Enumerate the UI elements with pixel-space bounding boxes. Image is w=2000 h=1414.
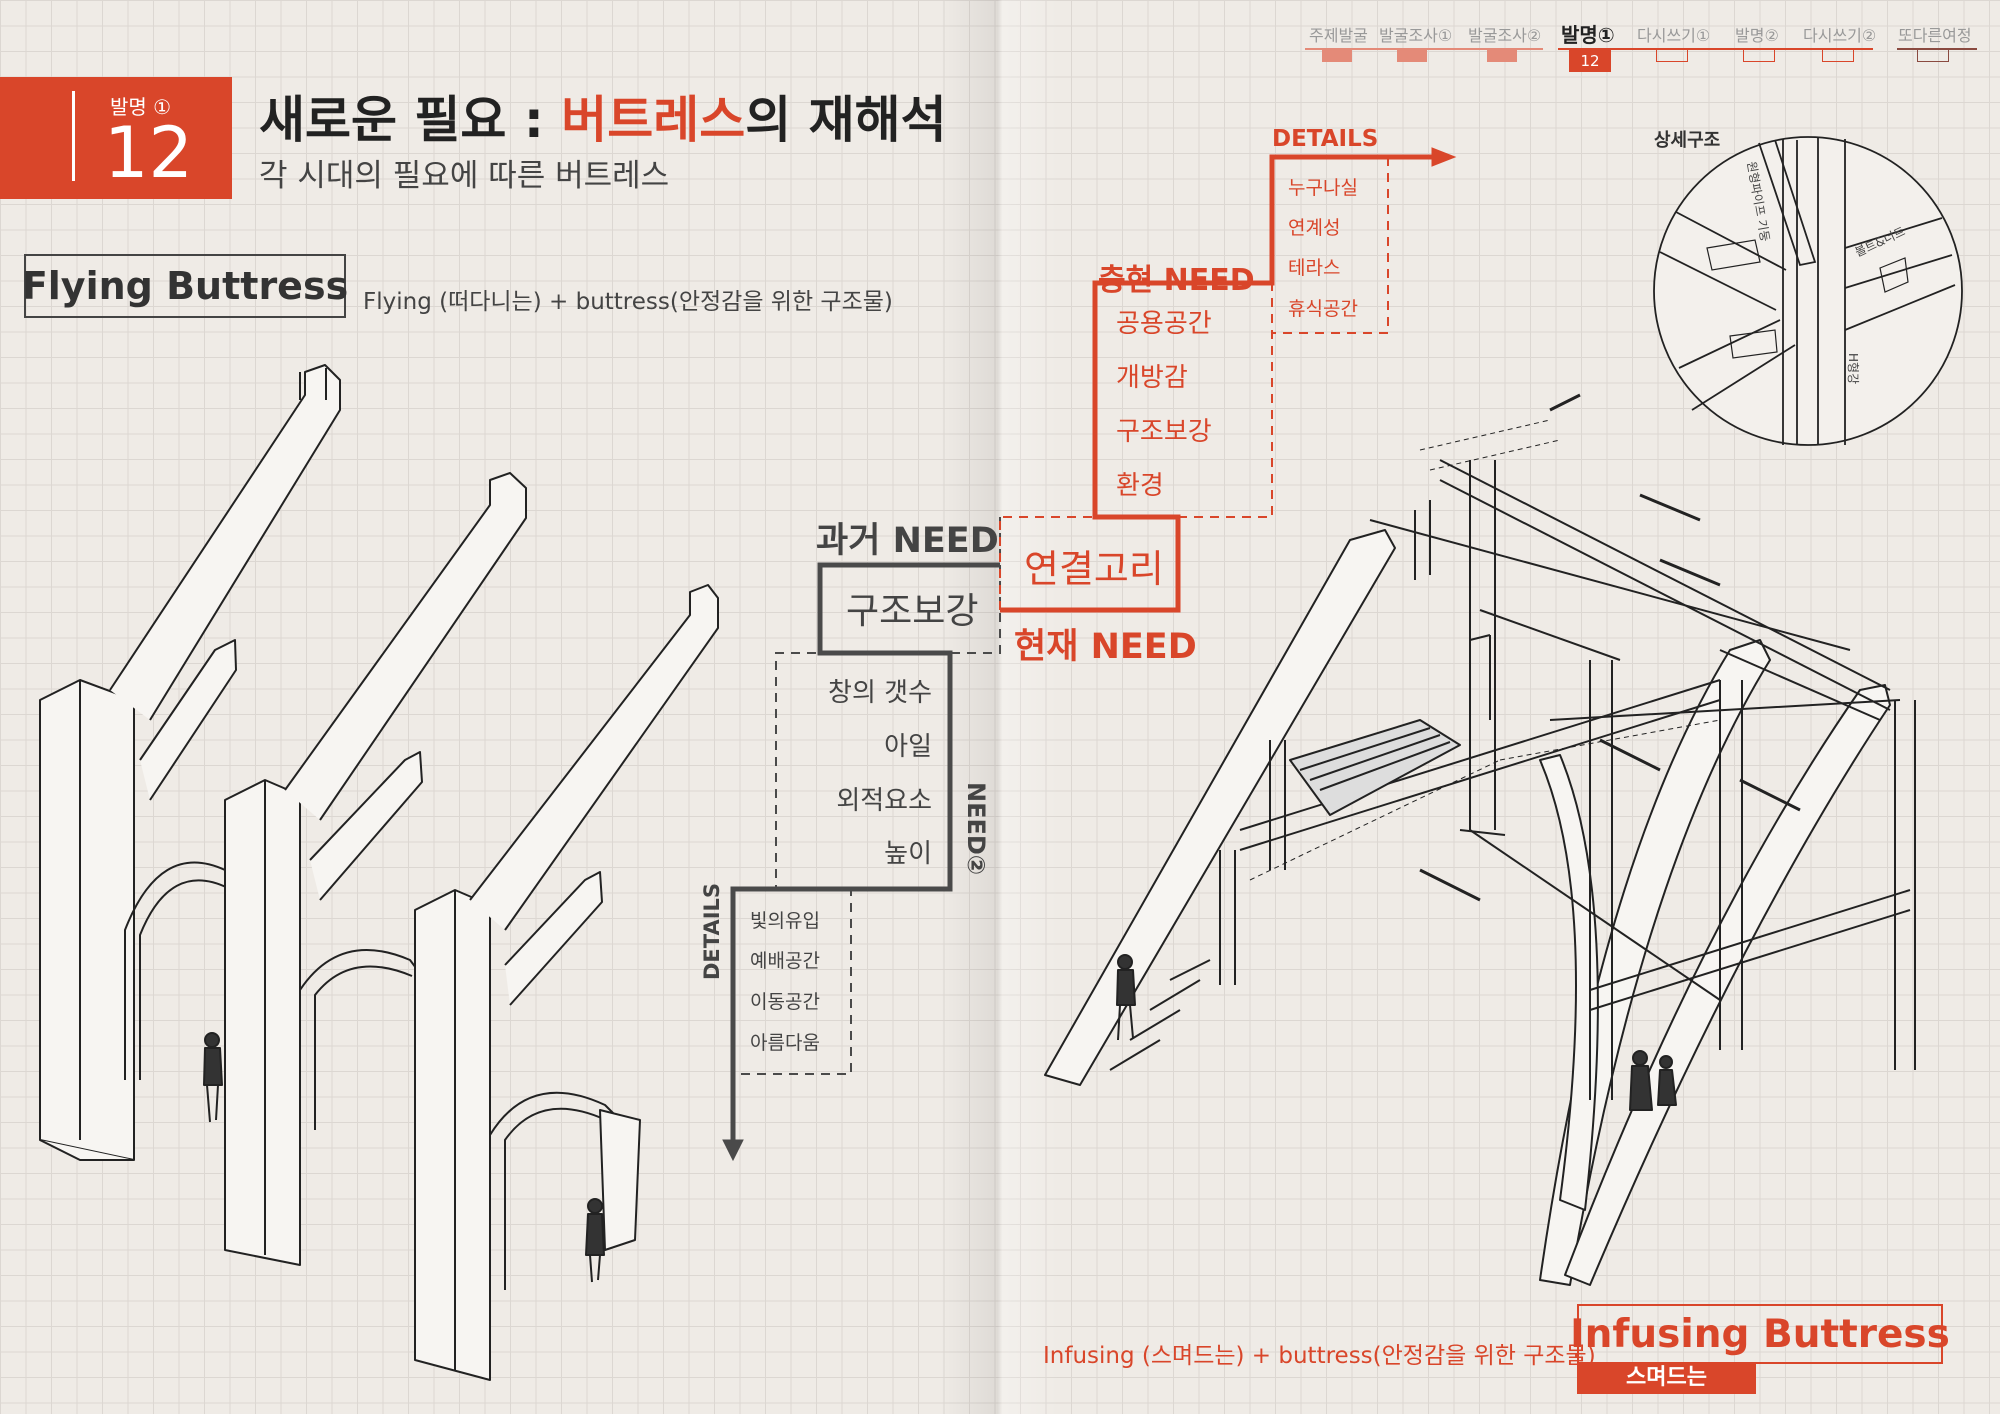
title-part: 새로운 필요 : — [259, 91, 562, 149]
nav-marker-empty — [1656, 50, 1688, 62]
flying-buttress-desc: Flying (떠다니는) + buttress(안정감을 위한 구조물) — [363, 289, 893, 315]
chapter-label: 발명 ① — [110, 95, 172, 119]
present-need-item: 환경 — [1116, 471, 1164, 501]
infusing-buttress-label: Infusing Buttress — [1570, 1304, 1950, 1364]
nav-line-next — [1733, 48, 1873, 50]
nav-item-topic[interactable]: 주제발굴 — [1309, 26, 1368, 45]
nav-item-invent-1[interactable]: 발명① — [1561, 23, 1615, 47]
past-details-label: DETAILS — [700, 882, 724, 980]
present-detail-item: 누구나실 — [1288, 177, 1358, 199]
past-need-item: 외적요소 — [836, 786, 932, 816]
past-need-item: 창의 갯수 — [828, 678, 932, 708]
nav-page-number: 12 — [1569, 50, 1611, 72]
past-need-item: 아일 — [884, 732, 932, 762]
past-need-heading: 과거 NEED — [816, 521, 999, 561]
nav-line-current — [1558, 48, 1742, 50]
flying-buttress-label: Flying Buttress — [22, 254, 348, 318]
nav-line-done — [1305, 48, 1543, 50]
past-detail-item: 예배공간 — [750, 950, 820, 972]
chapter-number: 12 — [104, 112, 194, 194]
infusing-buttress-desc: Infusing (스며드는) + buttress(안정감을 위한 구조물) — [1043, 1343, 1596, 1369]
detail-label-pipe: 원형파이프 기둥 — [1744, 160, 1773, 243]
nav-marker-done — [1322, 50, 1352, 62]
chapter-divider — [72, 91, 75, 181]
book-gutter — [940, 0, 1060, 1414]
nav-line-last — [1897, 48, 1977, 50]
present-need-item: 공용공간 — [1116, 309, 1212, 339]
nav-marker-done — [1397, 50, 1427, 62]
infusing-buttress-illustration — [1044, 393, 1916, 1286]
past-detail-item: 빛의유입 — [750, 910, 820, 932]
title-part: 의 재해석 — [745, 91, 947, 149]
page-subtitle: 각 시대의 필요에 따른 버트레스 — [259, 158, 670, 194]
infusing-tag: 스며드는 — [1577, 1362, 1756, 1394]
past-detail-item: 아름다움 — [750, 1032, 820, 1054]
nav-item-journey[interactable]: 또다른여정 — [1898, 26, 1972, 45]
nav-item-research-2[interactable]: 발굴조사② — [1468, 26, 1542, 45]
present-detail-item: 연계성 — [1288, 217, 1341, 239]
present-need-heading: 현재 NEED — [1014, 627, 1197, 667]
nav-item-rewrite-2[interactable]: 다시쓰기② — [1803, 26, 1877, 45]
link-keyword: 연결고리 — [1024, 547, 1164, 591]
nav-marker-done — [1487, 50, 1517, 62]
present-need-item: 개방감 — [1116, 363, 1188, 393]
need2-label: NEED② — [962, 782, 990, 876]
present-detail-item: 테라스 — [1288, 257, 1341, 279]
nav-item-rewrite-1[interactable]: 다시쓰기① — [1637, 26, 1711, 45]
detail-label-bolt: 볼트&너트 — [1852, 224, 1908, 260]
nav-marker-empty — [1917, 50, 1949, 62]
title-accent: 버트레스 — [561, 91, 746, 149]
nav-marker-empty — [1822, 50, 1854, 62]
nav-item-research-1[interactable]: 발굴조사① — [1379, 26, 1453, 45]
present-details-label: DETAILS — [1272, 126, 1379, 152]
nav-marker-empty — [1743, 50, 1775, 62]
detail-label-hbeam: H형강 — [1846, 353, 1860, 385]
past-need-item: 높이 — [884, 839, 932, 869]
page-title: 새로운 필요 : 버트레스의 재해석 — [259, 80, 947, 152]
flying-buttress-illustration — [39, 364, 719, 1381]
present-detail-item: 휴식공간 — [1288, 298, 1358, 320]
past-detail-item: 이동공간 — [750, 991, 820, 1013]
present-need-item: 구조보강 — [1116, 417, 1212, 447]
detail-circle — [1653, 136, 1963, 446]
nav-item-invent-2[interactable]: 발명② — [1735, 26, 1779, 45]
detail-view-title: 상세구조 — [1654, 130, 1721, 151]
past-main-need: 구조보강 — [846, 591, 979, 632]
chapter-badge: 발명 ① 12 — [0, 77, 232, 199]
fulfill-need-heading: 충현 NEED — [1098, 263, 1255, 298]
